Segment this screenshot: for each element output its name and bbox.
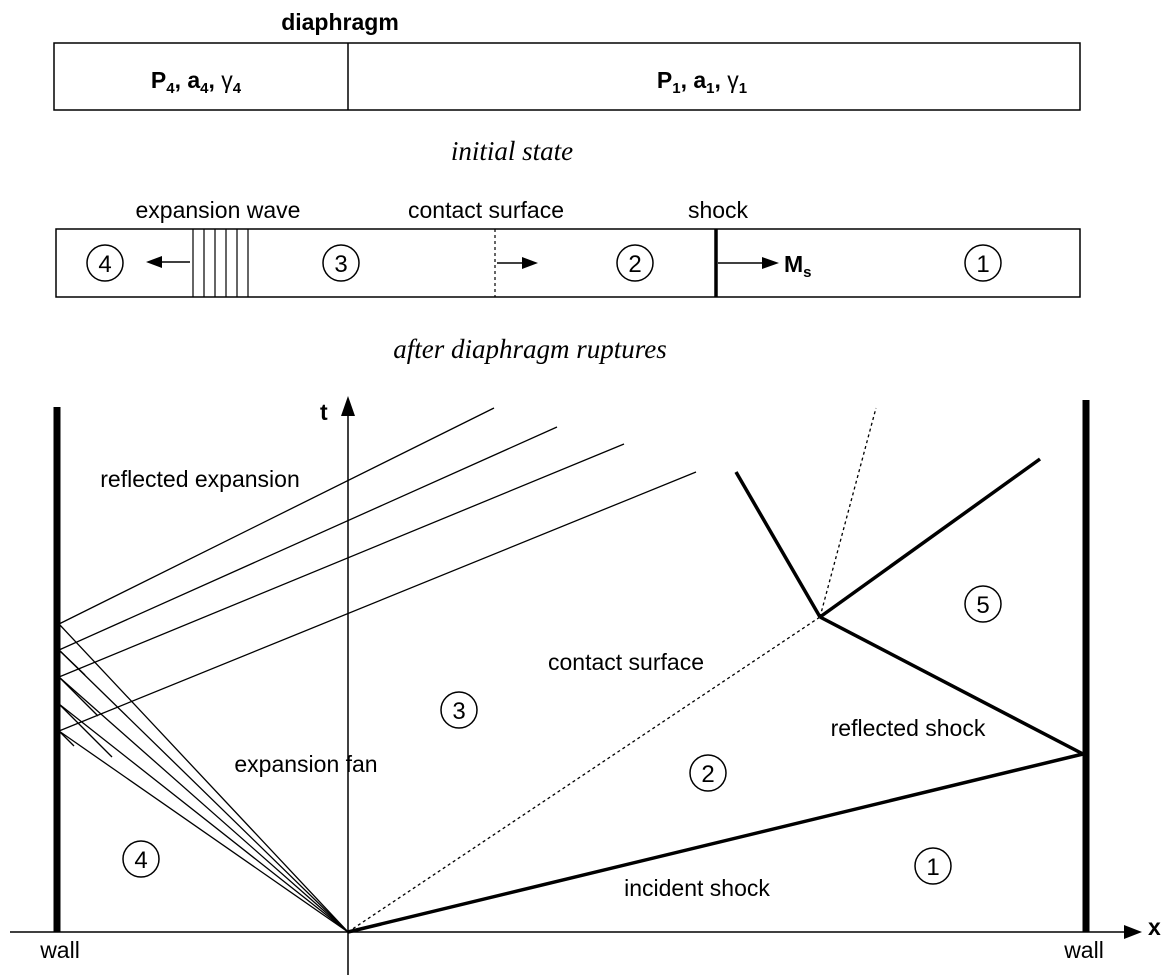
initial-tube — [53, 42, 1081, 111]
x-axis-arrowhead — [1124, 925, 1142, 939]
svg-text:1: 1 — [976, 251, 989, 278]
shock-label: shock — [688, 197, 749, 223]
driver-state-label: P4, a4, γ4 — [151, 67, 242, 97]
driven-p: P — [657, 67, 672, 93]
region-1-xt: 1 — [914, 847, 952, 885]
svg-text:5: 5 — [976, 592, 989, 619]
svg-text:3: 3 — [452, 698, 465, 725]
shock-arrowhead — [762, 257, 779, 269]
right-wall-label: wall — [1063, 937, 1104, 963]
ms-sub: s — [803, 264, 811, 281]
shock-mach-label: Ms — [784, 251, 812, 281]
region-2-xt: 2 — [689, 754, 727, 792]
svg-text:2: 2 — [701, 761, 714, 788]
incident-shock-label: incident shock — [624, 875, 770, 901]
t-axis-arrowhead — [341, 396, 355, 416]
region-3-xt: 3 — [440, 691, 478, 729]
reflected-shock-label: reflected shock — [831, 715, 986, 741]
svg-text:1: 1 — [926, 854, 939, 881]
ruptured-tube — [55, 228, 1081, 298]
x-axis-label: x — [1148, 914, 1161, 940]
contact-surface-path — [347, 616, 821, 933]
svg-text:4: 4 — [134, 847, 147, 874]
reflected-wave-path — [734, 471, 822, 618]
contact-surface-path-after — [819, 407, 877, 618]
region-3-top: 3 — [322, 244, 360, 282]
expansion-arrowhead — [146, 256, 162, 268]
expansion-wave-label: expansion wave — [136, 197, 301, 223]
reflected-expansion-label: reflected expansion — [100, 466, 299, 492]
contact-surface-label-top: contact surface — [408, 197, 564, 223]
driver-p-sub: 4 — [166, 80, 175, 97]
region-4-top: 4 — [86, 244, 124, 282]
driver-a-sub: 4 — [200, 80, 209, 97]
region-1-top: 1 — [964, 244, 1002, 282]
region-2-top: 2 — [616, 244, 654, 282]
contact-arrowhead — [522, 257, 538, 269]
svg-text:2: 2 — [628, 251, 641, 278]
reflected-expansion-waves — [58, 407, 697, 732]
region-5-xt: 5 — [964, 585, 1002, 623]
driven-a-sub: 1 — [706, 80, 714, 97]
reflected-shock-path — [819, 615, 1084, 756]
svg-text:4: 4 — [98, 251, 111, 278]
t-axis-label: t — [320, 399, 328, 425]
driven-g: γ — [727, 67, 739, 93]
driver-g-sub: 4 — [233, 80, 242, 97]
expansion-fan — [58, 623, 349, 933]
diaphragm-label: diaphragm — [281, 9, 399, 35]
initial-state-caption: initial state — [451, 136, 573, 166]
transmitted-shock-path — [818, 457, 1042, 619]
driven-state-label: P1, a1, γ1 — [657, 67, 747, 97]
driver-a: a — [187, 67, 200, 93]
svg-text:3: 3 — [334, 251, 347, 278]
contact-surface-label: contact surface — [548, 649, 704, 675]
driven-a: a — [693, 67, 706, 93]
driver-p: P — [151, 67, 166, 93]
ms-main: M — [784, 251, 803, 277]
incident-shock-path — [347, 752, 1084, 934]
expansion-wave — [192, 229, 249, 297]
driver-g: γ — [221, 67, 233, 93]
after-rupture-caption: after diaphragm ruptures — [393, 334, 667, 364]
left-wall-label: wall — [39, 937, 80, 963]
driven-p-sub: 1 — [672, 80, 680, 97]
driven-g-sub: 1 — [739, 80, 747, 97]
expansion-fan-label: expansion fan — [234, 751, 377, 777]
region-4-xt: 4 — [122, 840, 160, 878]
